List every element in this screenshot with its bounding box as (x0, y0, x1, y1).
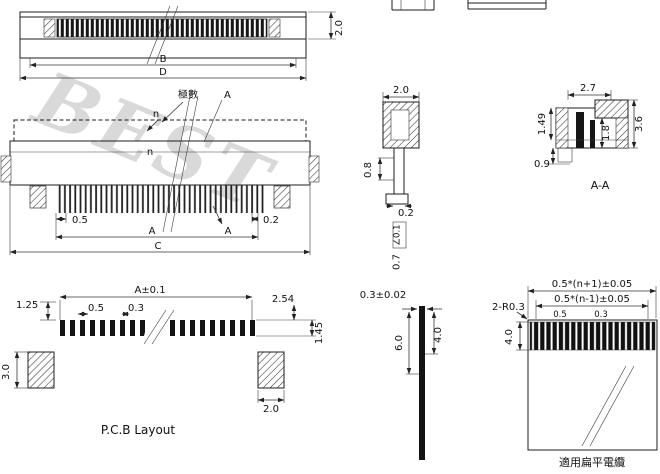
top-view-width-b: B (160, 54, 167, 65)
cable-span-dim: 0.5*(n-1)±0.05 (554, 294, 630, 305)
pcb-row-gap-dim: 2.54 (272, 294, 294, 305)
pcb-pad-length-dim: 1.45 (314, 322, 325, 344)
n-lower: n (147, 147, 153, 158)
side-tail-dim: 0.2 (398, 208, 414, 219)
cable-strip-dim: 4.0 (433, 327, 444, 343)
side-tolerance: ∠0.1 (393, 224, 403, 245)
conductor-band (529, 321, 656, 351)
pcb-anchor-height-dim: 3.0 (1, 364, 12, 380)
section-aa: 2.7 1.49 1.8 3.6 0.9 (534, 83, 645, 192)
cable-width-dim: 0.3 (594, 310, 608, 320)
pin-band (56, 18, 268, 38)
flat-cable-title: 適用扁平電纜 (559, 455, 625, 469)
top-view-width-d: D (159, 67, 167, 78)
section-label-top: A (224, 90, 231, 101)
overall-dim: C (155, 241, 162, 252)
cable-side-view: 0.3±0.02 6.0 4.0 (360, 290, 444, 460)
pitch-dim: 0.5 (72, 215, 88, 226)
section-label-bottom: A (225, 226, 232, 237)
aa-height3-dim: 3.6 (634, 116, 645, 132)
n-upper: n (153, 109, 159, 120)
cable-strip (419, 306, 425, 460)
side-foot-dim: 0.7 (392, 254, 403, 270)
top-edge-remnant (391, 0, 547, 11)
cable-exposed-dim: 4.0 (504, 329, 515, 345)
anchor-pad-left (27, 351, 55, 389)
aa-height4-dim: 0.9 (534, 159, 550, 170)
side-width-dim: 2.0 (393, 85, 409, 96)
pcb-layout: A±0.1 1.25 0.5 0.3 2.54 1.45 (1, 285, 325, 437)
aa-width-dim: 2.7 (580, 83, 596, 94)
pcb-pitch-dim: 0.5 (88, 303, 104, 314)
top-view-height-dim: 2.0 (334, 20, 345, 36)
pcb-offset-dim: 1.25 (16, 300, 38, 311)
front-view: 極數 A n n A 0.5 (0, 88, 320, 255)
pcb-layout-title: P.C.B Layout (101, 423, 176, 437)
pin-width-dim: 0.2 (263, 215, 279, 226)
side-view: 2.0 0.8 0.2 ∠0.1 0.7 (363, 85, 420, 270)
flat-cable-view: 0.5*(n+1)±0.05 0.5*(n-1)±0.05 2-R0.3 0.5… (492, 279, 658, 469)
cable-overall-dim: 0.5*(n+1)±0.05 (552, 279, 632, 290)
pcb-anchor-width-dim: 2.0 (263, 404, 279, 415)
cable-pitch-dim: 0.5 (553, 310, 567, 320)
side-step-dim: 0.8 (363, 162, 374, 178)
cable-length-dim: 6.0 (394, 335, 405, 351)
pin-comb (56, 185, 264, 213)
pcb-span-dim: A±0.1 (134, 285, 165, 296)
poles-label: 極數 (178, 88, 198, 101)
anchor-pad-right (257, 351, 285, 389)
aa-height1-dim: 1.49 (537, 113, 548, 135)
cable-thickness-dim: 0.3±0.02 (360, 290, 407, 301)
cable-radius-dim: 2-R0.3 (492, 302, 525, 313)
top-view: 2.0 B D (19, 5, 345, 81)
aa-height2-dim: 1.8 (601, 125, 612, 141)
span-dim: A (149, 226, 156, 237)
section-aa-title: A-A (591, 179, 610, 192)
pcb-pad-width-dim: 0.3 (128, 303, 144, 314)
